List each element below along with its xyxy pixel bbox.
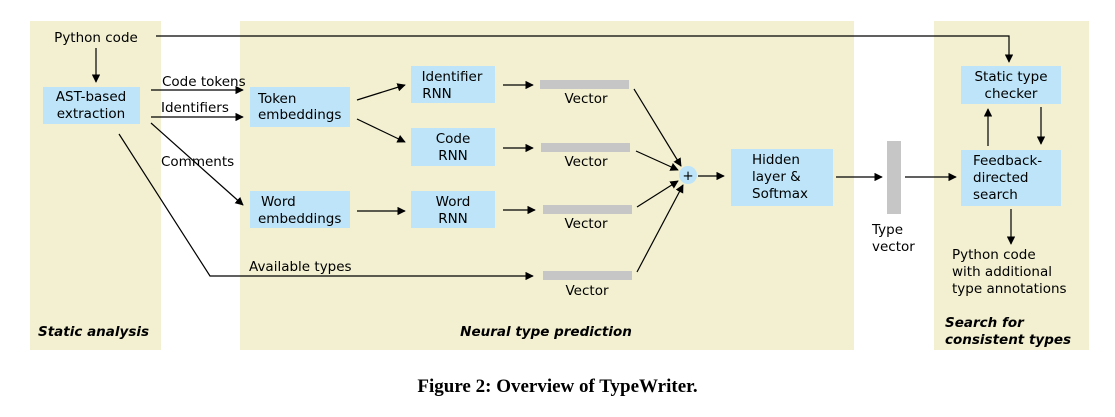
search-title-line1: Search for [945,315,1025,331]
search-box-line2: directed [973,170,1028,186]
hidden-softmax-box [731,149,833,206]
ast-label-line2: extraction [57,106,125,122]
type-vector-label-line2: vector [872,239,915,255]
arrow-token-to-code [356,118,406,143]
search-title-line2: consistent types [945,332,1071,348]
hidden-line3: Softmax [752,186,808,202]
word-embeddings-box [250,191,350,228]
code-rnn-box [411,128,495,166]
arrows [91,35,1046,281]
vector-bar-3 [543,205,632,214]
checker-line1: Static type [974,69,1047,85]
ast-extraction-box [43,87,140,124]
arrow-vector2-to-plus [635,150,679,171]
arrow-vector3-to-plus [636,180,679,208]
search-box-line1: Feedback- [973,153,1042,169]
token-emb-line2: embeddings [258,107,341,123]
vector-label-2: Vector [564,154,607,170]
arrow-available-types [118,133,534,281]
code-rnn-line2: RNN [438,148,468,164]
hidden-line1: Hidden [752,152,800,168]
identifier-rnn-box [411,66,495,103]
arrow-vector4-to-plus [636,184,684,273]
edge-label-available-types: Available types [249,259,352,275]
ast-label-line1: AST-based [56,89,126,105]
feedback-search-box [961,150,1061,206]
token-emb-line1: Token [257,91,296,107]
vector-bar-4 [543,271,632,280]
combine-plus: + [682,168,693,184]
arrow-vector1-to-plus [633,88,682,167]
word-rnn-line2: RNN [438,211,468,227]
type-vector-bar [887,141,901,214]
python-code-input-label: Python code [54,30,138,46]
combine-circle [679,166,697,184]
code-rnn-line1: Code [436,131,471,147]
search-box-line3: search [973,187,1018,203]
output-line3: type annotations [952,281,1067,297]
output-line1: Python code [952,247,1036,263]
identifier-rnn-line2: RNN [422,86,452,102]
vector-label-3: Vector [564,216,607,232]
vector-label-1: Vector [564,91,607,107]
figure-caption: Figure 2: Overview of TypeWriter. [417,376,698,397]
word-emb-line2: embeddings [258,211,341,227]
output-line2: with additional [952,264,1052,280]
static-type-checker-box [961,66,1061,104]
static-analysis-title: Static analysis [38,324,149,340]
arrow-python-to-checker [156,35,1014,63]
edge-label-comments: Comments [161,154,234,170]
arrow-token-to-identifier [356,83,406,101]
arrow-comments [150,122,244,206]
type-vector-label-line1: Type [871,222,903,238]
vector-bar-2 [541,143,630,152]
vector-bar-1 [540,80,629,89]
hidden-line2: layer & [752,169,801,185]
identifier-rnn-line1: Identifier [422,69,483,85]
vector-label-4: Vector [565,283,608,299]
token-embeddings-box [250,87,350,127]
word-rnn-line1: Word [436,194,471,210]
checker-line2: checker [985,86,1038,102]
edge-label-code-tokens: Code tokens [162,74,246,90]
neural-type-prediction-title: Neural type prediction [460,324,632,340]
word-rnn-box [411,191,495,228]
edge-label-identifiers: Identifiers [161,100,229,116]
word-emb-line1: Word [261,194,296,210]
typewriter-overview-diagram: + Python code AST-based extraction Token… [30,21,1089,350]
